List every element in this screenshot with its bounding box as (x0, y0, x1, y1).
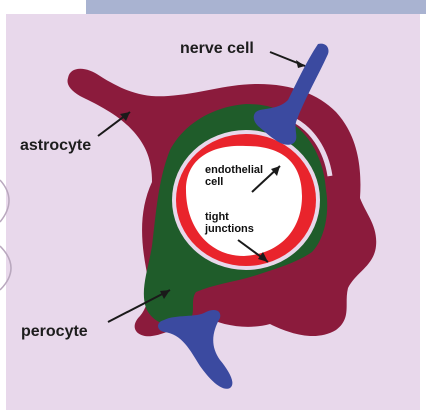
header-band (86, 0, 426, 14)
label-tight-line-1: tight (205, 211, 254, 223)
label-endothelial-line-1: endothelial (205, 164, 263, 176)
label-tight-line-2: junctions (205, 223, 254, 235)
label-endothelial-cell: endothelial cell (205, 164, 263, 188)
label-astrocyte: astrocyte (20, 137, 91, 155)
label-endothelial-line-2: cell (205, 176, 263, 188)
label-pericyte: perocyte (21, 323, 88, 341)
label-nerve-cell: nerve cell (180, 40, 254, 58)
label-tight-junctions: tight junctions (205, 211, 254, 235)
